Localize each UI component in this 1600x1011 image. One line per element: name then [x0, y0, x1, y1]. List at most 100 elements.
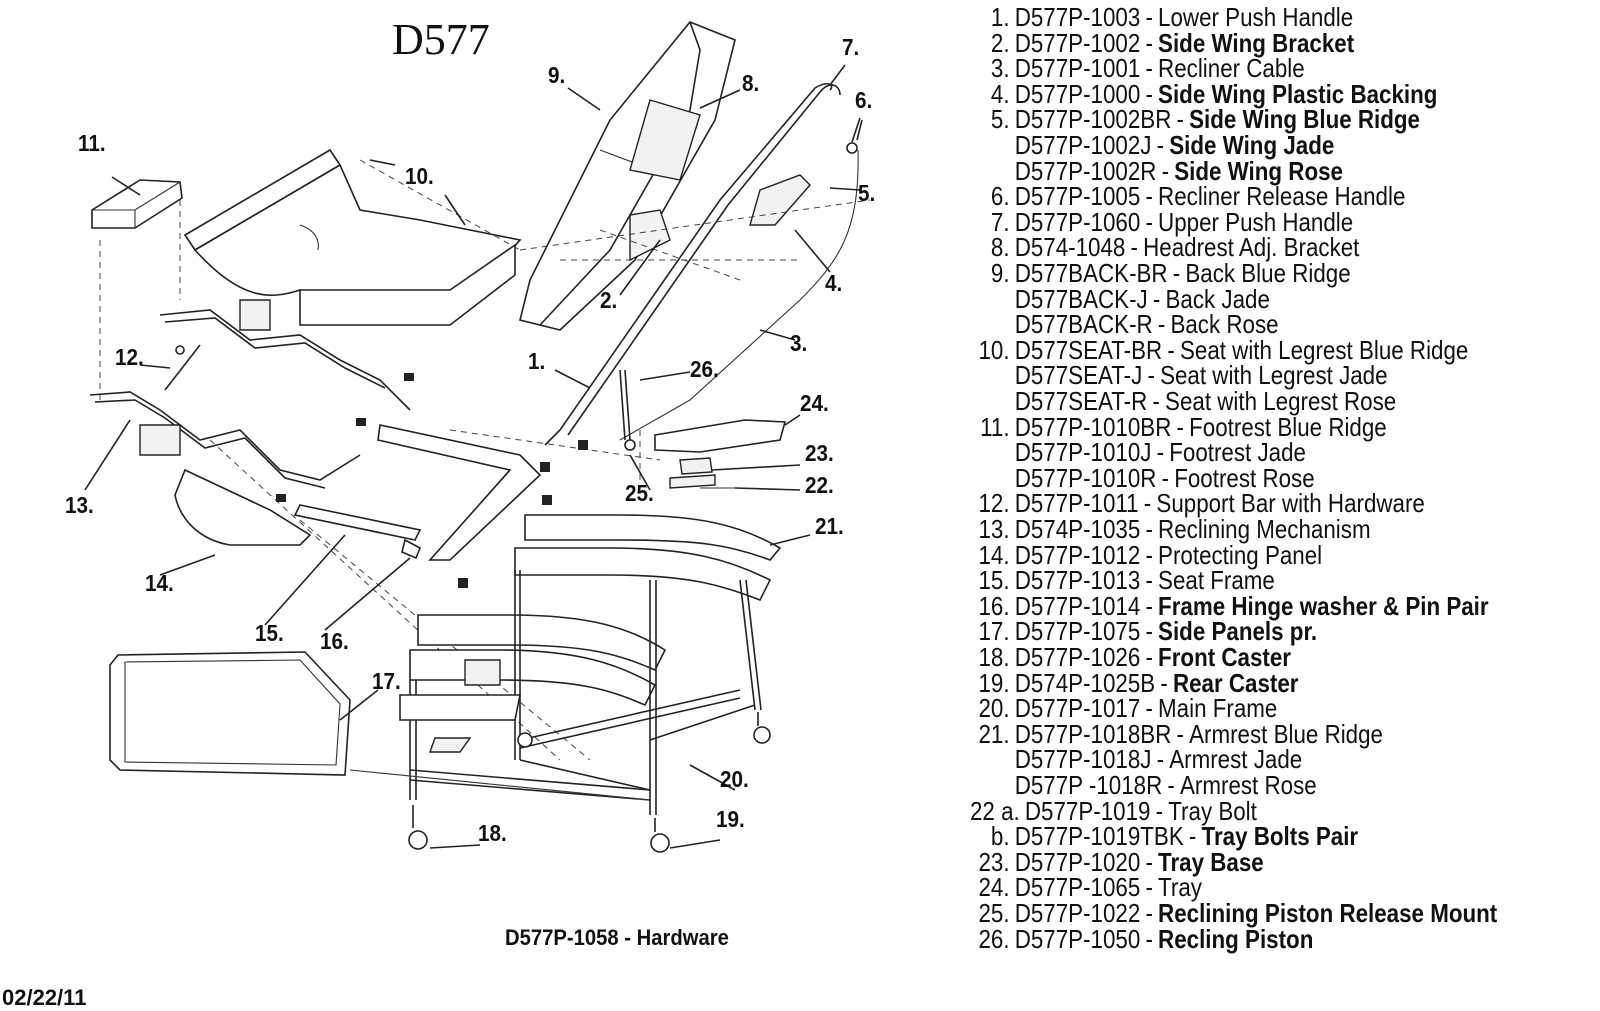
- part-number: 17.: [978, 616, 1010, 647]
- model-title: D577: [392, 15, 490, 64]
- separator: -: [1145, 898, 1153, 928]
- hardware-note: D577P-1058 - Hardware: [505, 925, 729, 950]
- part-code: D577P-1010BR: [1014, 411, 1172, 442]
- separator: -: [1145, 181, 1153, 212]
- parts-list-item: D577SEAT-J-Seat with Legrest Jade: [970, 362, 1388, 388]
- part-number: 21.: [978, 718, 1010, 749]
- part-number: 4.: [990, 78, 1010, 109]
- parts-list-item: 8.D574-1048-Headrest Adj. Bracket: [970, 234, 1359, 260]
- separator: -: [1176, 718, 1184, 749]
- part-code: D577P-1022: [1014, 898, 1141, 928]
- separator: -: [1172, 258, 1181, 288]
- parts-list-item: 3.D577P-1001-Recliner Cable: [970, 55, 1305, 81]
- separator: -: [1152, 283, 1161, 314]
- tray-assembly: [654, 419, 787, 489]
- part-code: D577P-1020: [1014, 846, 1141, 877]
- callout-21: 21.: [815, 513, 844, 539]
- parts-list-item: b.D577P-1019TBK-Tray Bolts Pair: [970, 823, 1358, 849]
- part-description: Side Wing Bracket: [1158, 27, 1355, 58]
- parts-list-item: 6.D577P-1005-Recliner Release Handle: [970, 183, 1405, 209]
- part-code: D577BACK-BR: [1014, 258, 1168, 288]
- part-number: 19.: [978, 667, 1010, 698]
- callout-3: 3.: [790, 330, 808, 356]
- part-code: D577P-1002J: [1014, 130, 1152, 160]
- parts-list-item: D577P-1002J-Side Wing Jade: [970, 130, 1335, 160]
- separator: -: [1152, 386, 1160, 416]
- footrest: [91, 179, 183, 229]
- separator: -: [1160, 667, 1168, 698]
- separator: -: [1145, 539, 1153, 570]
- callout-5: 5.: [858, 180, 876, 206]
- part-description: Seat with Legrest Rose: [1165, 386, 1397, 416]
- part-description: Footrest Rose: [1174, 462, 1315, 493]
- callout-8: 8.: [742, 70, 760, 96]
- part-description: Front Caster: [1158, 642, 1291, 672]
- callout-2: 2.: [600, 287, 618, 313]
- callout-6: 6.: [855, 87, 873, 113]
- side-wing-backing: [629, 174, 811, 262]
- parts-list-item: 18.D577P-1026-Front Caster: [970, 644, 1291, 670]
- part-number: 16.: [978, 590, 1010, 621]
- callout-13: 13.: [65, 492, 94, 518]
- parts-list-item: 13.D574P-1035-Reclining Mechanism: [970, 514, 1370, 544]
- parts-list-item: 15.D577P-1013-Seat Frame: [970, 565, 1274, 596]
- callout-4: 4.: [825, 270, 843, 296]
- part-code: D577P-1013: [1014, 565, 1141, 596]
- part-description: Recling Piston: [1158, 923, 1314, 954]
- parts-list-item: D577BACK-J-Back Jade: [970, 286, 1270, 312]
- separator: -: [1145, 923, 1153, 954]
- part-code: D577P-1065: [1014, 872, 1141, 903]
- callout-16: 16.: [320, 628, 349, 654]
- separator: -: [1145, 78, 1153, 109]
- part-description: Armrest Blue Ridge: [1189, 718, 1383, 749]
- callout-18: 18.: [478, 820, 507, 846]
- parts-list-item: 17.D577P-1075-Side Panels pr.: [970, 618, 1317, 644]
- parts-list-item: 23.D577P-1020-Tray Base: [970, 846, 1264, 877]
- part-code: D577P-1075: [1014, 616, 1141, 647]
- part-code: D577P-1002R: [1014, 155, 1157, 186]
- part-code: D577BACK-J: [1014, 283, 1148, 314]
- part-code: D577P-1005: [1014, 181, 1141, 212]
- callout-10: 10.: [405, 163, 434, 189]
- reclining-mechanism: [89, 299, 414, 502]
- part-number: 1.: [990, 2, 1010, 32]
- parts-list-item: 4.D577P-1000-Side Wing Plastic Backing: [970, 78, 1438, 109]
- callout-25: 25.: [625, 480, 654, 506]
- part-number: 6.: [990, 181, 1010, 212]
- callout-20: 20.: [720, 766, 749, 792]
- separator: -: [1145, 565, 1153, 596]
- part-description: Tray Bolts Pair: [1201, 821, 1359, 852]
- part-description: Frame Hinge washer & Pin Pair: [1158, 590, 1489, 621]
- part-number: 9.: [990, 258, 1010, 288]
- parts-list-item: 7.D577P-1060-Upper Push Handle: [970, 209, 1353, 235]
- parts-list-item: 26.D577P-1050-Recling Piston: [970, 926, 1313, 952]
- callout-11: 11.: [78, 130, 106, 156]
- separator: -: [1145, 206, 1153, 237]
- part-description: Armrest Rose: [1180, 770, 1317, 800]
- separator: -: [1156, 437, 1165, 468]
- separator: -: [1161, 155, 1170, 186]
- callout-26: 26.: [690, 356, 719, 382]
- separator: -: [1130, 232, 1138, 263]
- part-number: 2.: [990, 27, 1010, 58]
- part-code: D577P-1019TBK: [1014, 821, 1184, 852]
- casters: [408, 712, 771, 853]
- part-description: Tray Base: [1158, 846, 1264, 877]
- separator: -: [1155, 795, 1164, 826]
- part-number: 13.: [978, 514, 1010, 544]
- callout-14: 14.: [145, 570, 174, 596]
- separator: -: [1145, 27, 1153, 58]
- part-code: D577P-1002BR: [1014, 104, 1172, 135]
- part-description: Side Wing Blue Ridge: [1189, 104, 1420, 135]
- part-description: Recliner Release Handle: [1158, 181, 1406, 212]
- part-description: Back Rose: [1170, 309, 1279, 340]
- recline-piston: [619, 369, 636, 451]
- separator: -: [1145, 642, 1153, 672]
- part-number: 23.: [978, 846, 1010, 877]
- part-code: D577P -1018R: [1014, 770, 1163, 800]
- back-cushion: [519, 21, 736, 331]
- callout-19: 19.: [716, 806, 745, 832]
- parts-list-item: 14.D577P-1012-Protecting Panel: [970, 542, 1322, 568]
- part-code: D577P-1001: [1014, 53, 1141, 84]
- callout-23: 23.: [805, 440, 834, 466]
